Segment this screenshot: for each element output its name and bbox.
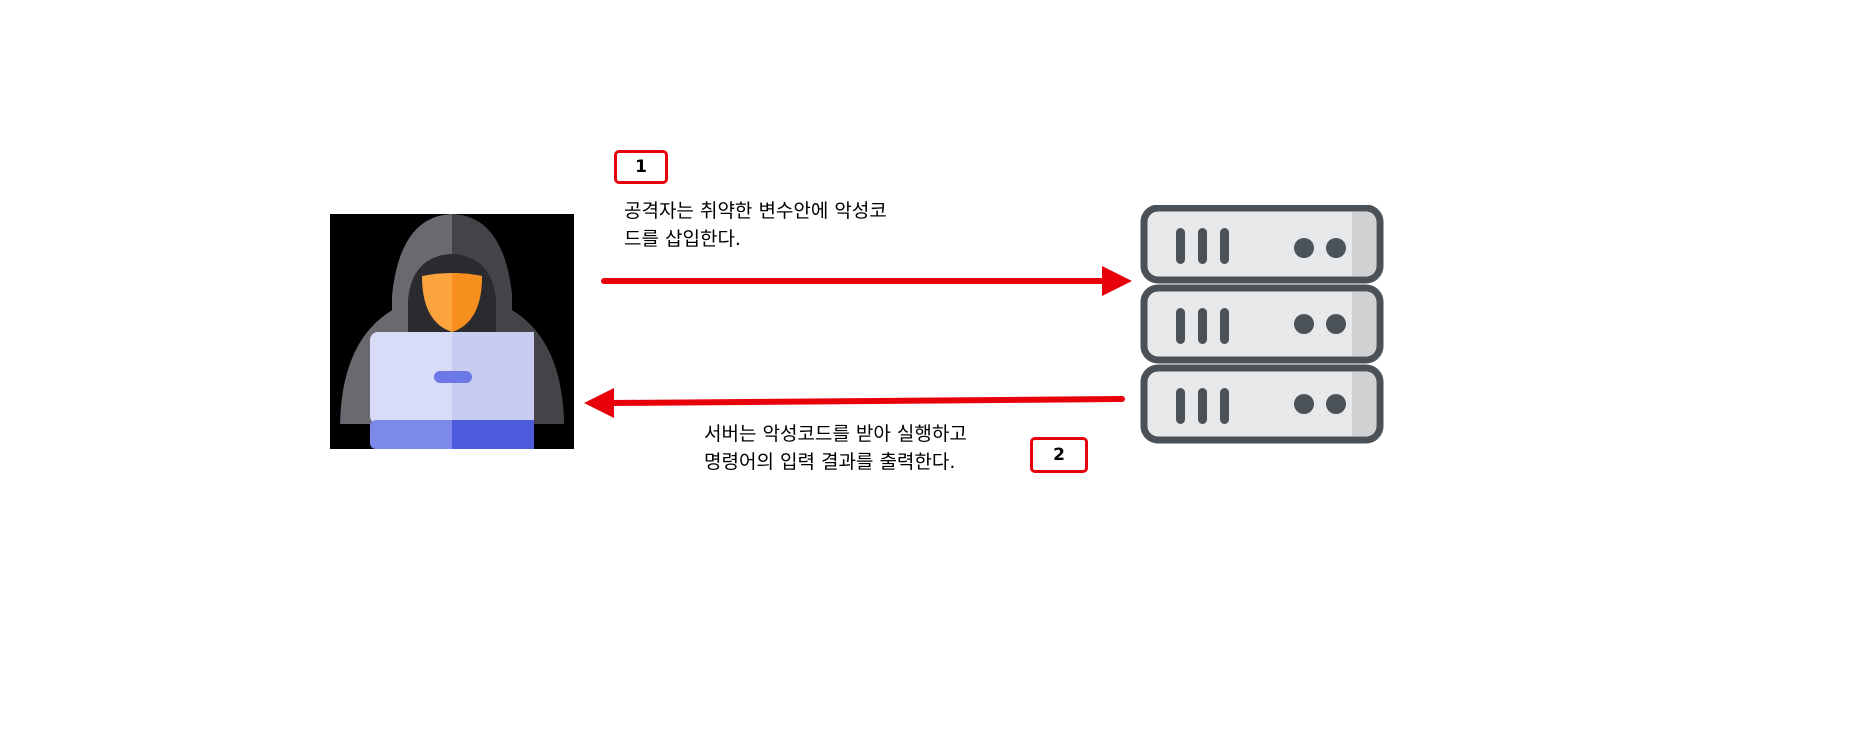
server-unit-2 [1140,284,1384,364]
step-1-number: 1 [635,157,647,177]
step-2-number: 2 [1053,445,1065,465]
step-2-caption-line-1: 서버는 악성코드를 받아 실행하고 [704,423,967,445]
step-1-badge: 1 [614,150,668,184]
step-1-caption-line-2: 드를 삽입한다. [624,228,741,250]
step-1-caption-line-1: 공격자는 취약한 변수안에 악성코 [624,200,887,222]
server-unit-3 [1140,364,1384,444]
step-2-caption-line-2: 명령어의 입력 결과를 출력한다. [704,451,956,473]
attacker-icon [330,214,574,449]
step-1-caption: 공격자는 취약한 변수안에 악성코 드를 삽입한다. [624,197,887,253]
server-icon [1140,205,1384,444]
response-arrow [584,388,1125,418]
server-unit-1 [1140,205,1384,284]
step-2-caption: 서버는 악성코드를 받아 실행하고 명령어의 입력 결과를 출력한다. [704,420,967,476]
request-arrow [601,266,1132,296]
step-2-badge: 2 [1030,437,1088,473]
